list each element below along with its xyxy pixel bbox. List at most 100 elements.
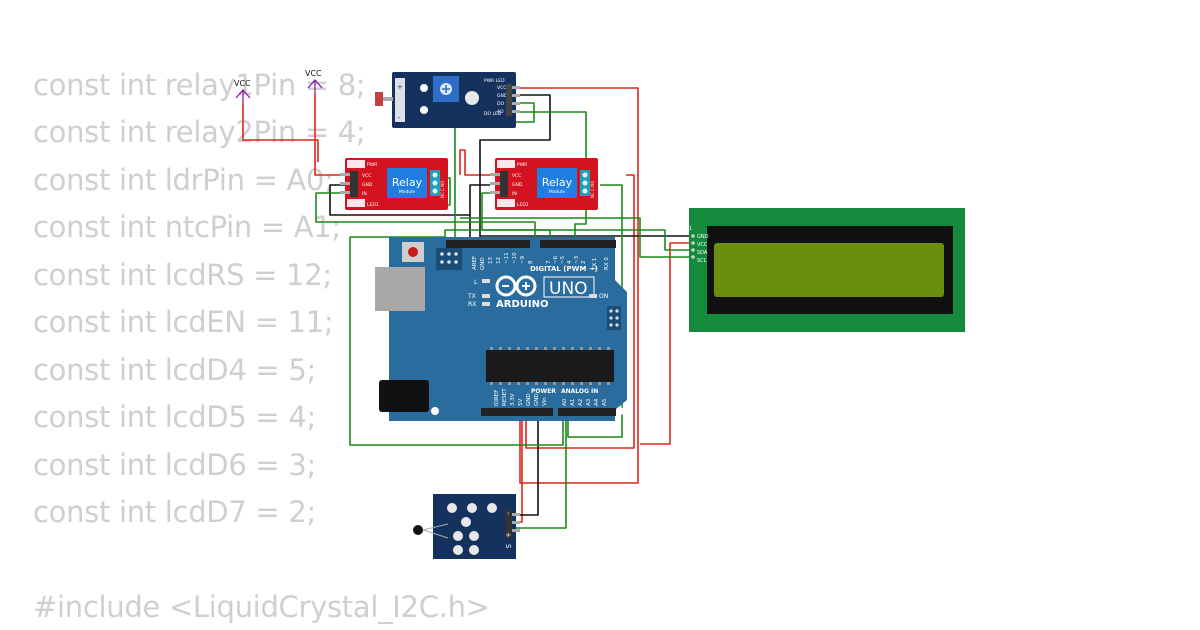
relay-box-icon (537, 168, 577, 198)
pin-label: A5 (602, 398, 608, 406)
code-line: const int lcdEN = 11; (33, 305, 334, 339)
pin-label: RX 0 (604, 257, 610, 270)
pin-label: A1 (570, 399, 576, 406)
led-label: LED1 (517, 202, 529, 208)
pin-label: DO (497, 101, 504, 107)
pin-label: VCC (362, 173, 371, 179)
pin-label: 13 (488, 257, 494, 264)
pin-label: SCL (697, 258, 707, 264)
pin-label: VCC (497, 85, 506, 91)
code-line: const int lcdRS = 12; (33, 258, 332, 292)
pin-label: GND (362, 182, 373, 188)
lcd-screen (714, 243, 944, 297)
ntc-thermistor-module[interactable]: - + S (413, 494, 520, 559)
led-icon (465, 91, 479, 105)
pin-label: 8 (528, 260, 534, 264)
led-label: PWR (517, 162, 527, 168)
pin-label: 3.3V (510, 393, 516, 406)
board-model-label: UNO (549, 279, 588, 299)
pin-label: A3 (586, 398, 592, 406)
pin-label: GND (480, 257, 486, 270)
code-line: const int lcdD4 = 5; (33, 353, 316, 387)
code-line: const int lcdD7 = 2; (33, 495, 316, 529)
relay-sublabel: Module (549, 189, 566, 195)
digital-header-label: DIGITAL (PWM ~) (530, 265, 598, 273)
pin-label: AREF (472, 256, 478, 270)
pin-label: SDA (697, 250, 708, 256)
pin-label: GND (697, 234, 709, 240)
vcc-symbol: VCC (305, 69, 323, 94)
led-label: RX (468, 301, 476, 308)
relay-label: Relay (542, 176, 573, 189)
arduino-uno-board[interactable]: AREF GND 13 12 ~11 ~10 ~9 8 7 ~6 ~5 4 ~3… (375, 237, 627, 421)
pin-label: A2 (578, 399, 584, 406)
code-line: const int ntcPin = A1; (33, 210, 341, 244)
terminal-label: NC C NO (590, 181, 595, 198)
microcontroller-chip-icon (486, 350, 614, 382)
pin-label: + (504, 532, 512, 538)
relay-module[interactable]: PWR LED1 VCC GND IN Relay Module NC C NO (340, 158, 448, 210)
svg-text:+: + (397, 83, 403, 91)
thermistor-icon (413, 525, 423, 535)
wires (242, 87, 693, 529)
board-brand-label: ARDUINO (496, 299, 548, 310)
pin-label: IOREF (494, 390, 500, 406)
relay-label: Relay (392, 176, 423, 189)
pin-label: AO (497, 109, 504, 115)
vcc-symbol: VCC (234, 79, 251, 104)
pin-label: TX 1 (592, 258, 598, 271)
pin-label: GND (512, 182, 523, 188)
led-label: PWR LED (484, 78, 505, 84)
led-label: TX (467, 293, 476, 300)
code-line: const int ldrPin = A0; (33, 163, 334, 197)
code-line: const int lcdD5 = 4; (33, 400, 316, 434)
pin-label: IN (362, 191, 367, 197)
pin-label: GND (526, 393, 532, 406)
code-line: const int relay1Pin = 8; (33, 68, 366, 102)
pin-label: 12 (496, 257, 502, 264)
vcc-label: VCC (305, 69, 322, 78)
pin-label: ~10 (512, 252, 518, 264)
code-line: #include <LiquidCrystal_I2C.h> (33, 590, 490, 624)
code-line: const int lcdD6 = 3; (33, 448, 316, 482)
pin-label: RESET (502, 388, 508, 406)
pin-label: ~5 (560, 255, 566, 264)
lcd-display[interactable]: 1 GND VCC SDA SCL (689, 208, 965, 332)
pin-label: ~9 (520, 255, 526, 264)
pin-label: 4 (567, 260, 573, 264)
pin-label: ~6 (553, 255, 559, 264)
power-jack-icon (379, 380, 429, 412)
pin-label: Vin (542, 397, 548, 406)
pin-index-label: 1 (689, 226, 692, 232)
pin-label: VCC (697, 242, 708, 248)
pin-label: GND (497, 93, 508, 99)
pin-label: VCC (512, 173, 521, 179)
led-label: DO LED (484, 111, 502, 117)
pin-label: S (504, 544, 512, 549)
analog-header-label: ANALOG IN (561, 388, 598, 395)
arduino-logo-icon (495, 275, 537, 297)
led-label: L (474, 279, 478, 286)
pin-label: 5V (518, 399, 524, 406)
ldr-module[interactable]: + - PWR LED DO LED VCC GND DO AO (375, 72, 520, 128)
relay-sublabel: Module (399, 189, 416, 195)
power-header-label: POWER (531, 388, 556, 395)
pin-label: GND (534, 393, 540, 406)
led-label: ON (599, 293, 608, 300)
usb-connector-icon (375, 267, 425, 311)
terminal-label: NC C NO (440, 181, 445, 198)
vcc-label: VCC (234, 79, 251, 88)
pin-label: 2 (581, 261, 587, 265)
relay-module[interactable]: PWR LED1 VCC GND IN Relay Module NC C NO (490, 158, 598, 210)
pin-label: A4 (594, 398, 600, 406)
code-line: const int relay2Pin = 4; (33, 115, 366, 149)
svg-text:-: - (398, 114, 401, 122)
led-label: PWR (367, 162, 377, 168)
pin-label: ~3 (574, 255, 580, 264)
pin-label: A0 (562, 398, 568, 406)
relay-box-icon (387, 168, 427, 198)
ldr-sensor-icon (375, 92, 383, 106)
pin-label: ~11 (504, 252, 510, 264)
pin-label: 7 (546, 260, 552, 264)
